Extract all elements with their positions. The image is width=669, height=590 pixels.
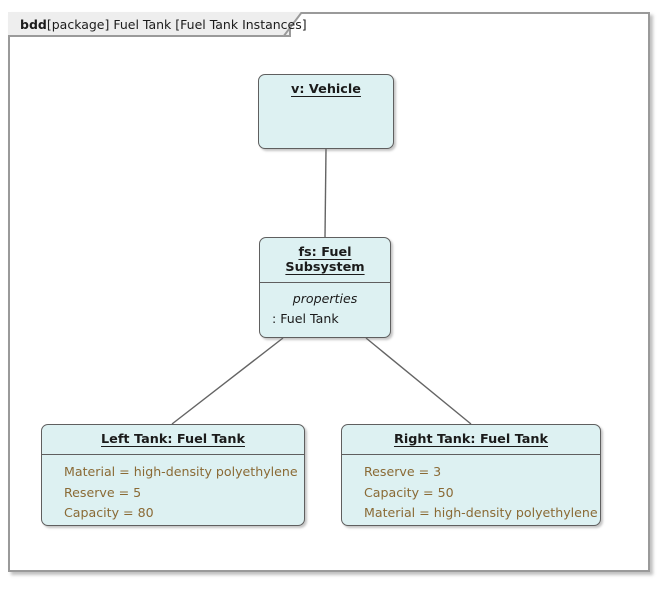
compartment-item: : Fuel Tank	[272, 310, 339, 326]
property-row: Reserve = 5	[64, 484, 142, 500]
block-right-tank[interactable]: Right Tank: Fuel Tank Reserve = 3 Capaci…	[341, 424, 601, 526]
diagram-frame-tab	[8, 12, 291, 37]
block-left-tank-properties-compartment: Material = high-density polyethylene Res…	[42, 454, 304, 525]
block-right-tank-properties-compartment: Reserve = 3 Capacity = 50 Material = hig…	[342, 454, 600, 525]
diagram-scope-label: [package] Fuel Tank [Fuel Tank Instances…	[46, 17, 307, 32]
block-left-tank[interactable]: Left Tank: Fuel Tank Material = high-den…	[41, 424, 305, 526]
property-row: Material = high-density polyethylene	[364, 505, 598, 520]
block-fuel-subsystem[interactable]: fs: Fuel Subsystem properties : Fuel Tan…	[259, 237, 391, 338]
block-right-tank-title: Right Tank: Fuel Tank	[393, 432, 549, 447]
block-fuel-subsystem-properties-compartment: properties : Fuel Tank	[260, 282, 390, 336]
block-vehicle-title: v: Vehicle	[291, 82, 361, 97]
diagram-kind-label: bdd	[20, 17, 47, 32]
property-row: Capacity = 50	[364, 484, 454, 500]
block-left-tank-title: Left Tank: Fuel Tank	[101, 432, 245, 447]
compartment-header-properties: properties	[292, 291, 358, 306]
diagram-frame-label: bdd[package] Fuel Tank [Fuel Tank Instan…	[20, 12, 307, 37]
diagram-frame-tab-corner	[283, 12, 302, 37]
property-row: Capacity = 80	[64, 505, 154, 520]
property-row: Reserve = 3	[364, 464, 442, 479]
block-fuel-subsystem-title: fs: Fuel Subsystem	[285, 245, 365, 275]
block-vehicle[interactable]: v: Vehicle	[258, 74, 394, 149]
property-row: Material = high-density polyethylene	[64, 464, 298, 479]
